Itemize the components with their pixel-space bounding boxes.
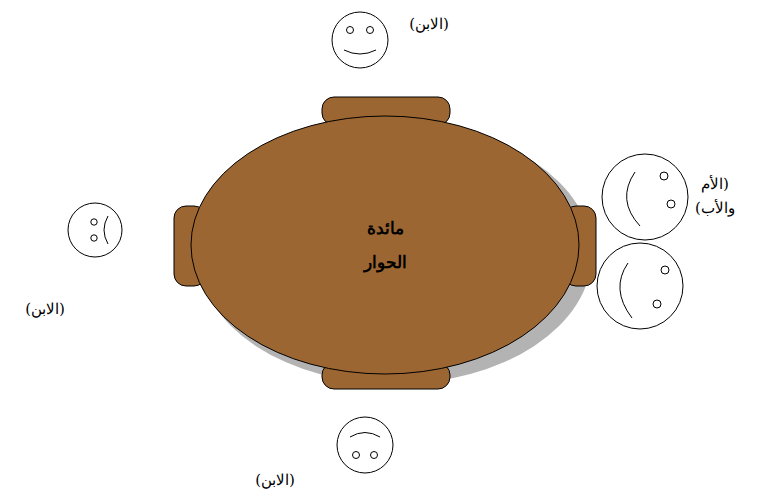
father-face bbox=[597, 243, 683, 329]
son-face-left bbox=[68, 203, 122, 257]
person-label: (الأم والأب) bbox=[684, 172, 746, 220]
person-label: (الابن) bbox=[10, 297, 80, 321]
table-title: مائدة الحوار bbox=[350, 211, 420, 279]
person-label: (الابن) bbox=[394, 12, 464, 36]
mother-face bbox=[602, 154, 688, 240]
table-shape bbox=[190, 115, 580, 375]
table-ellipse: مائدة الحوار bbox=[190, 115, 580, 375]
son-face-top bbox=[332, 12, 388, 68]
person-label: (الابن) bbox=[240, 468, 310, 492]
son-face-bottom bbox=[337, 417, 393, 473]
